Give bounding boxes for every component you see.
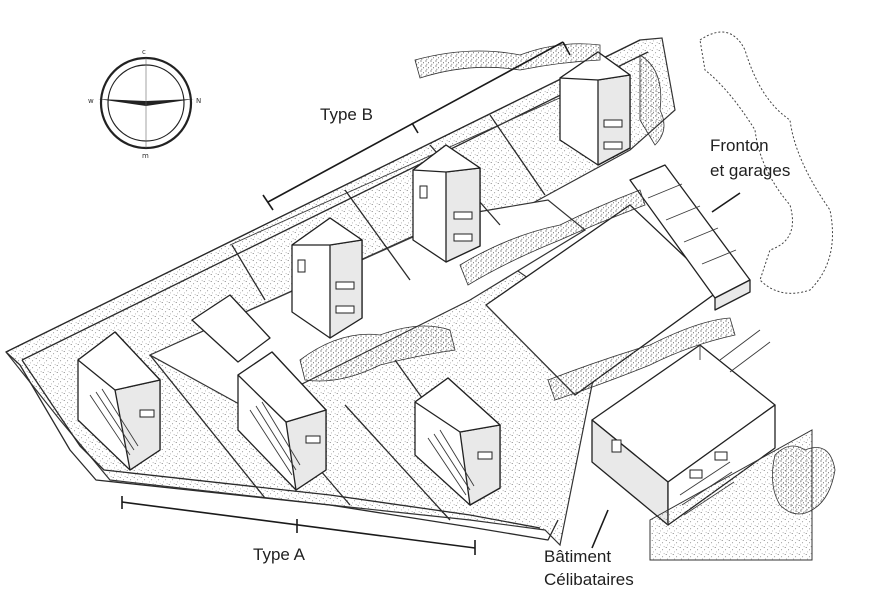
type-a-house-3 [414, 377, 501, 506]
label-garages: et garages [710, 161, 790, 180]
label-celibataires: Célibataires [544, 570, 634, 589]
type-a-house-1 [77, 331, 161, 471]
compass-rose-icon: c m w N [88, 48, 201, 160]
label-fronton: Fronton [710, 136, 769, 155]
type-b-bracket [262, 41, 571, 211]
svg-text:N: N [196, 97, 201, 105]
fronton-leader [711, 192, 741, 213]
label-type-b: Type B [320, 105, 373, 124]
svg-text:c: c [142, 48, 146, 56]
type-b-house-1 [291, 217, 363, 339]
type-a-bracket [121, 496, 476, 555]
type-b-house-3 [559, 51, 631, 166]
svg-text:m: m [142, 152, 149, 160]
svg-text:w: w [88, 97, 94, 105]
vegetation [299, 31, 836, 561]
batiment-leader [591, 509, 609, 549]
garages [629, 164, 751, 311]
label-batiment: Bâtiment [544, 547, 611, 566]
type-b-house-2 [412, 144, 481, 263]
label-type-a: Type A [253, 545, 306, 564]
type-a-house-2 [191, 294, 327, 491]
